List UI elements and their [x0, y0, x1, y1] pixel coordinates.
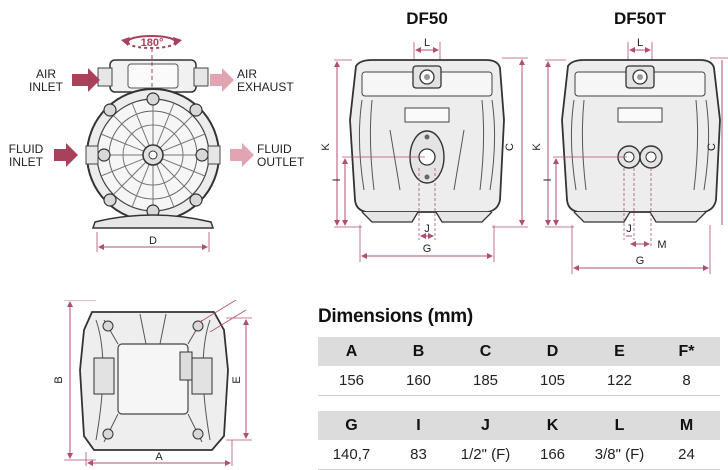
dimensions-title: Dimensions (mm)	[318, 306, 473, 327]
air-exhaust-label-1: AIR	[237, 67, 257, 81]
table-header-cell: J	[452, 411, 519, 440]
pump-base	[91, 214, 215, 229]
dim-d-label: D	[149, 235, 157, 247]
table-cell: 166	[519, 440, 586, 470]
rotation-label: 180°	[141, 37, 164, 49]
df50t-dim-c-label: C	[706, 143, 718, 151]
fluid-outlet-label-1: FLUID	[257, 142, 292, 156]
table-header-cell: B	[385, 337, 452, 366]
table-row: 156 160 185 105 122 8	[318, 366, 720, 396]
table-header-cell: D	[519, 337, 586, 366]
df50t-dim-m-label: M	[657, 239, 666, 251]
table-cell: 140,7	[318, 440, 385, 470]
table-header-cell: E	[586, 337, 653, 366]
table-header-cell: F*	[653, 337, 720, 366]
air-exhaust-label-2: EXHAUST	[237, 80, 294, 94]
fluid-inlet-label-1: FLUID	[9, 142, 44, 156]
air-exhaust-arrow-icon	[210, 68, 234, 92]
table-header-cell: G	[318, 411, 385, 440]
air-inlet-label-2: INLET	[29, 80, 64, 94]
table-cell: 1/2" (F)	[452, 440, 519, 470]
top-dim-a-label: A	[155, 451, 163, 463]
table-header-cell: A	[318, 337, 385, 366]
table-header-row: G I J K L M	[318, 411, 720, 440]
table-cell: 8	[653, 366, 720, 396]
df50t-dim-l-label: L	[637, 37, 643, 49]
table-cell: 83	[385, 440, 452, 470]
technical-drawings: 180°	[9, 9, 728, 274]
df50-dim-i-label: I	[331, 178, 343, 181]
df50-dim-g-label: G	[423, 243, 432, 255]
table-header-cell: I	[385, 411, 452, 440]
fluid-inlet-arrow-icon	[54, 143, 78, 167]
air-inlet-arrow-icon	[72, 68, 100, 92]
table-header-cell: C	[452, 337, 519, 366]
table-cell: 185	[452, 366, 519, 396]
table-row: 140,7 83 1/2" (F) 166 3/8" (F) 24	[318, 440, 720, 470]
fluid-outlet-label-2: OUTLET	[257, 155, 305, 169]
fluid-outlet-arrow-icon	[230, 143, 254, 167]
df50t-dim-j-label: J	[626, 223, 632, 235]
top-dim-b-label: B	[53, 376, 65, 383]
top-view: F B E A	[53, 300, 252, 466]
table-cell: 160	[385, 366, 452, 396]
table-cell: 105	[519, 366, 586, 396]
df50-title: DF50	[406, 9, 448, 28]
dimensions-table-1: A B C D E F* 156 160 185 105 122 8	[318, 337, 720, 396]
table-cell: 156	[318, 366, 385, 396]
df50t-view: DF50T L K I	[531, 9, 728, 274]
fluid-inlet-label-2: INLET	[9, 155, 44, 169]
rotation-arrow-icon	[121, 35, 182, 49]
table-header-cell: M	[653, 411, 720, 440]
df50t-dim-g-label: G	[636, 255, 645, 267]
table-cell: 122	[586, 366, 653, 396]
df50t-body	[561, 59, 721, 213]
table-header-cell: L	[586, 411, 653, 440]
df50-dim-k-label: K	[320, 143, 332, 151]
front-view: 180°	[9, 35, 305, 252]
air-inlet-label-1: AIR	[36, 67, 56, 81]
table-cell: 24	[653, 440, 720, 470]
table-header-cell: K	[519, 411, 586, 440]
top-dim-e-label: E	[231, 376, 243, 383]
dimensions-table-2: G I J K L M 140,7 83 1/2" (F) 166 3/8" (…	[318, 411, 720, 470]
df50-dim-j-label: J	[424, 223, 430, 235]
df50t-dim-k-label: K	[531, 143, 543, 151]
top-dim-f-label: F	[219, 300, 232, 301]
df50t-title: DF50T	[614, 9, 667, 28]
table-header-row: A B C D E F*	[318, 337, 720, 366]
df50t-dim-i-label: I	[542, 178, 554, 181]
df50-dim-l-label: L	[424, 37, 430, 49]
table-cell: 3/8" (F)	[586, 440, 653, 470]
df50-view: DF50 L K I	[320, 9, 528, 262]
bolts	[97, 92, 209, 218]
df50-dim-c-label: C	[504, 143, 516, 151]
